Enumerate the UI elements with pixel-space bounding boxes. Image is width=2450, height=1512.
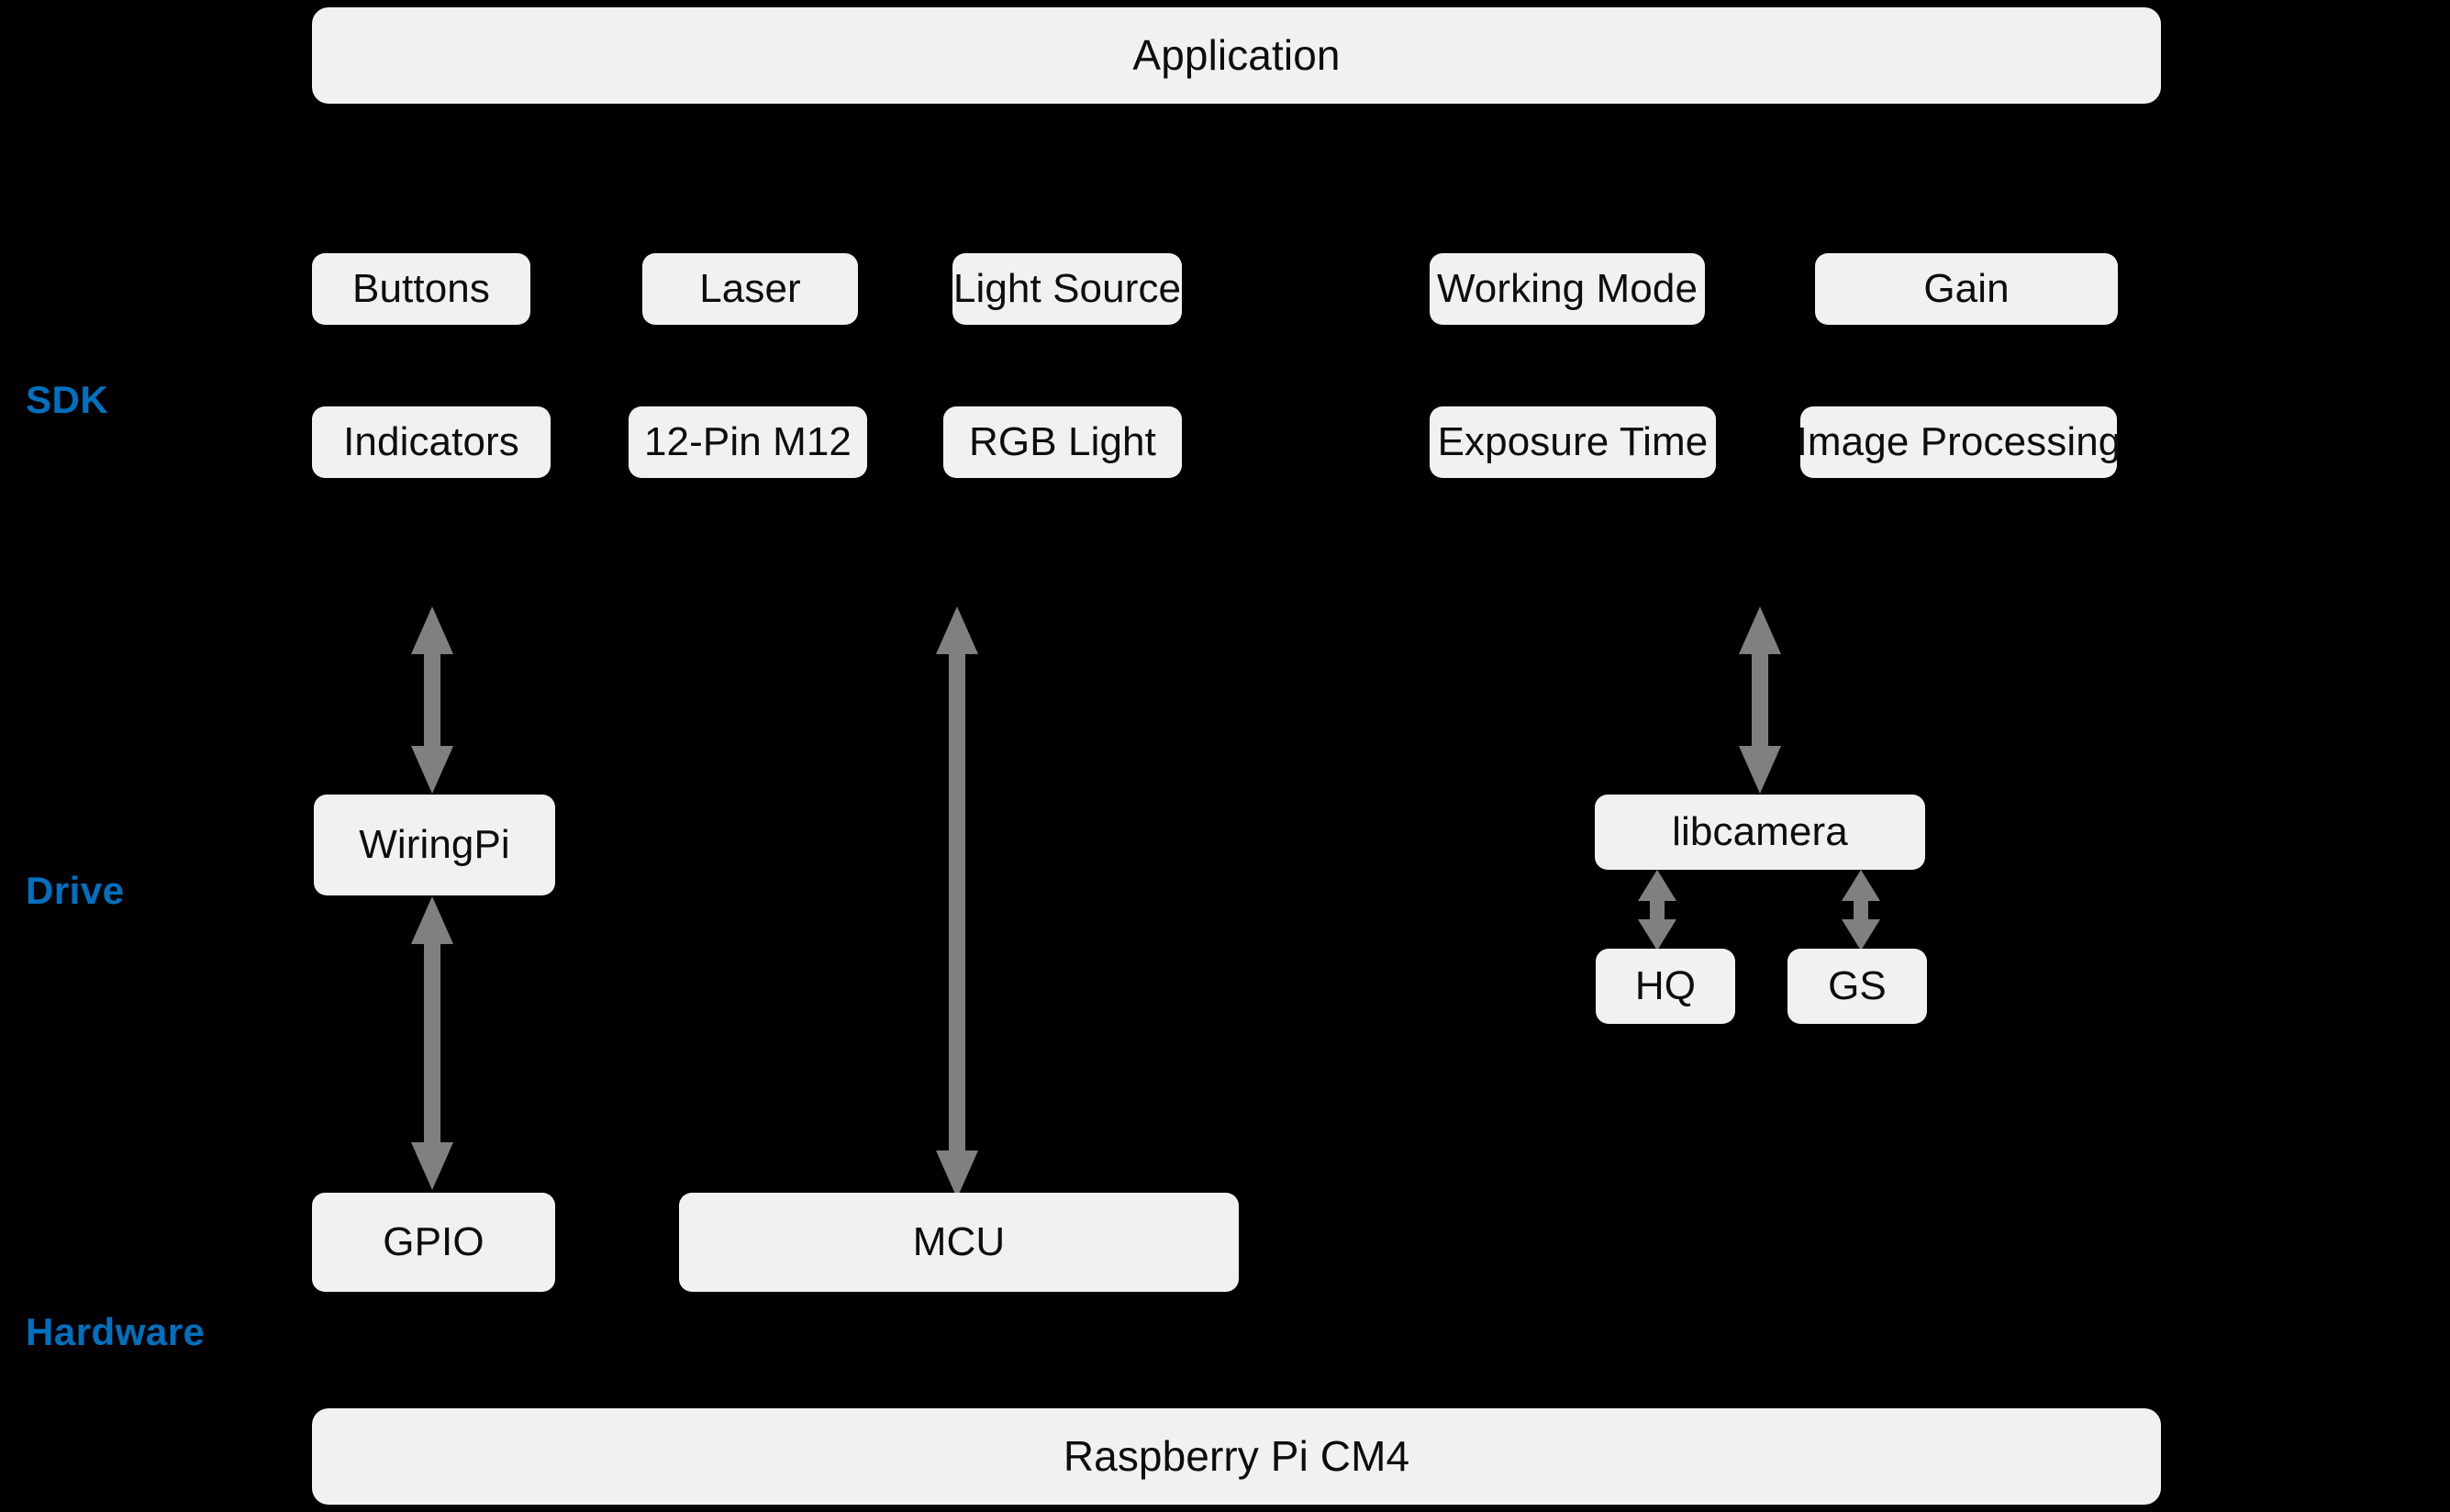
node-mcu[interactable]: MCU: [679, 1193, 1239, 1292]
node-gpio[interactable]: GPIO: [312, 1193, 555, 1292]
node-wiringpi-label: WiringPi: [359, 821, 510, 867]
layer-label-hardware: Hardware: [26, 1310, 206, 1353]
node-libcamera-label: libcamera: [1672, 808, 1848, 854]
node-buttons[interactable]: Buttons: [312, 253, 530, 325]
node-wiringpi[interactable]: WiringPi: [314, 795, 555, 895]
node-mcu-label: MCU: [912, 1218, 1006, 1264]
node-gain-label: Gain: [1923, 265, 2010, 311]
node-light-source[interactable]: Light Source: [952, 253, 1182, 325]
node-application-label: Application: [1132, 31, 1341, 80]
node-gs-label: GS: [1828, 962, 1887, 1008]
node-raspberry-pi-cm4-label: Raspberry Pi CM4: [1063, 1432, 1410, 1481]
arrow-sdk-to-wiringpi: [410, 606, 454, 794]
node-hq[interactable]: HQ: [1596, 949, 1735, 1024]
node-gpio-label: GPIO: [383, 1218, 484, 1264]
node-light-source-label: Light Source: [952, 265, 1182, 311]
node-laser-label: Laser: [699, 265, 801, 311]
node-working-mode[interactable]: Working Mode: [1430, 253, 1705, 325]
node-rgb-light[interactable]: RGB Light: [943, 406, 1182, 478]
node-image-processing[interactable]: Image Processing: [1797, 406, 2121, 478]
node-12pin-m12-label: 12-Pin M12: [643, 418, 852, 464]
node-working-mode-label: Working Mode: [1436, 265, 1698, 311]
node-rgb-light-label: RGB Light: [969, 418, 1156, 464]
node-12pin-m12[interactable]: 12-Pin M12: [629, 406, 867, 478]
node-gain[interactable]: Gain: [1815, 253, 2118, 325]
node-raspberry-pi-cm4[interactable]: Raspberry Pi CM4: [312, 1408, 2161, 1505]
node-libcamera[interactable]: libcamera: [1595, 795, 1925, 870]
node-gs[interactable]: GS: [1787, 949, 1927, 1024]
node-application[interactable]: Application: [312, 7, 2161, 104]
layer-label-sdk: SDK: [26, 378, 109, 421]
arrow-wiringpi-to-gpio: [410, 896, 454, 1190]
node-hq-label: HQ: [1634, 962, 1697, 1008]
node-indicators[interactable]: Indicators: [312, 406, 551, 478]
node-buttons-label: Buttons: [352, 265, 490, 311]
arrow-libcamera-to-hq: [1637, 870, 1677, 951]
arrow-sdk-to-mcu: [935, 606, 979, 1198]
node-exposure-time[interactable]: Exposure Time: [1430, 406, 1716, 478]
node-indicators-label: Indicators: [343, 418, 519, 464]
node-image-processing-label: Image Processing: [1796, 418, 2121, 464]
node-exposure-time-label: Exposure Time: [1437, 418, 1709, 464]
layer-label-drive: Drive: [26, 869, 125, 912]
node-laser[interactable]: Laser: [642, 253, 858, 325]
arrow-sdk-to-libcamera: [1738, 606, 1782, 794]
arrow-libcamera-to-gs: [1841, 870, 1881, 951]
